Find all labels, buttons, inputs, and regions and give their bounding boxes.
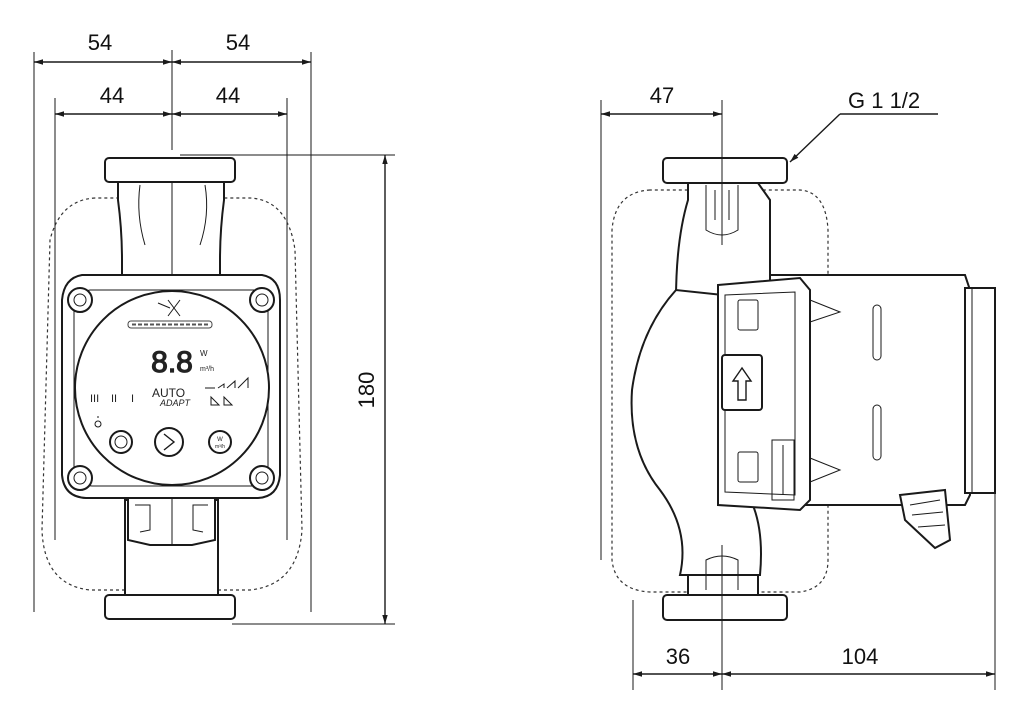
- front-height: 180: [354, 372, 379, 409]
- side-offset-bottom: 36: [666, 644, 690, 669]
- select-button[interactable]: [154, 427, 184, 457]
- screw-icon: [249, 287, 275, 313]
- mode-bar-3: III: [90, 393, 99, 405]
- flow-direction-arrow-icon: [721, 354, 763, 411]
- front-view: 54 54 44 44 180: [33, 30, 395, 625]
- side-length: 104: [842, 644, 879, 669]
- display-toggle-button[interactable]: W m³/h: [208, 430, 232, 454]
- display-unit-watt: W: [200, 349, 208, 358]
- thread-size-label: G 1 1/2: [848, 88, 920, 113]
- front-width-left-inner: 44: [100, 83, 124, 108]
- front-width-right-outer: 54: [226, 30, 250, 55]
- screw-icon: [249, 465, 275, 491]
- auto-adapt-label: AUTO: [152, 386, 185, 400]
- side-view: 47 36 104 G 1 1/2: [600, 83, 996, 690]
- auto-adapt-sublabel: ADAPT: [159, 398, 192, 408]
- front-width-right-inner: 44: [216, 83, 240, 108]
- control-curve-icon: [205, 376, 249, 389]
- mode-bar-1: I: [131, 393, 134, 405]
- screw-icon: [67, 465, 93, 491]
- svg-text:m³/h: m³/h: [215, 444, 225, 450]
- side-offset-top: 47: [650, 83, 674, 108]
- display-digits: 8.8: [151, 346, 193, 379]
- front-width-left-outer: 54: [88, 30, 112, 55]
- pressure-mode-icon: [210, 395, 234, 406]
- display-unit-flow: m³/h: [200, 366, 214, 373]
- night-mode-icon: [94, 416, 102, 428]
- cable-plug-icon: [898, 488, 952, 550]
- screw-icon: [67, 287, 93, 313]
- brand-logo-icon: [127, 299, 213, 329]
- svg-text:W: W: [217, 437, 223, 443]
- mode-bar-2: II: [111, 393, 117, 405]
- mode-button[interactable]: [109, 430, 133, 454]
